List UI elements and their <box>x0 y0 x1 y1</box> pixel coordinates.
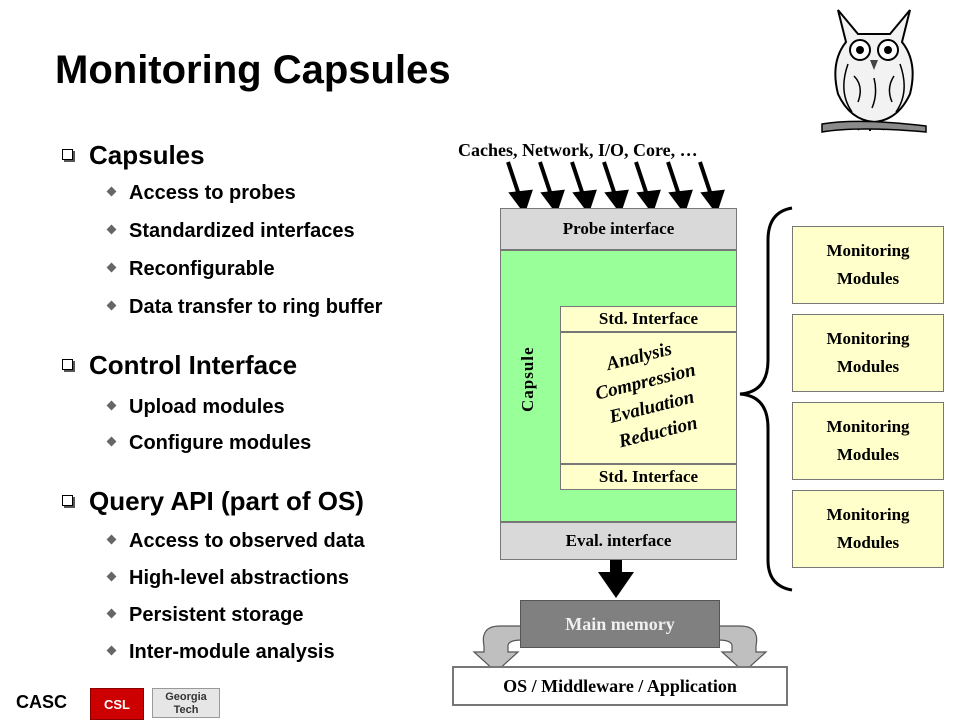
eval-down-arrow <box>598 558 634 598</box>
list-item: Reconfigurable <box>106 258 275 281</box>
list-item: Data transfer to ring buffer <box>106 296 382 319</box>
csl-logo: CSL <box>90 688 144 720</box>
owl-icon <box>821 9 927 133</box>
analysis-block: Analysis Compression Evaluation Reductio… <box>560 332 737 464</box>
section-query-api: Query API (part of OS) <box>62 486 364 517</box>
list-item: Upload modules <box>106 396 285 419</box>
georgia-tech-logo: Georgia Tech <box>152 688 220 718</box>
analysis-text: Analysis Compression Evaluation Reductio… <box>550 323 747 467</box>
probe-sources-label: Caches, Network, I/O, Core, … <box>458 140 698 160</box>
casc-logo: CASC <box>16 692 68 712</box>
list-item: Inter-module analysis <box>106 641 335 664</box>
modules-brace <box>739 206 793 592</box>
os-middleware-application: OS / Middleware / Application <box>452 666 788 706</box>
std-interface-bottom: Std. Interface <box>560 464 737 490</box>
list-item: Access to probes <box>106 182 296 205</box>
checkbox-bullet-icon <box>62 494 73 506</box>
page-title: Monitoring Capsules <box>55 48 451 92</box>
georgia-tech-line: Georgia <box>165 691 207 703</box>
section-capsules: Capsules <box>62 140 205 171</box>
section-control-interface: Control Interface <box>62 350 297 381</box>
list-item: Persistent storage <box>106 604 304 627</box>
checkbox-bullet-icon <box>62 148 73 160</box>
list-item: Access to observed data <box>106 530 365 553</box>
list-item: Standardized interfaces <box>106 220 355 243</box>
probe-arrows <box>506 161 725 215</box>
main-memory: Main memory <box>520 600 720 648</box>
checkbox-bullet-icon <box>62 358 73 370</box>
probe-interface: Probe interface <box>500 208 737 250</box>
georgia-tech-line: Tech <box>173 704 199 716</box>
list-item: Configure modules <box>106 432 311 455</box>
std-interface-top: Std. Interface <box>560 306 737 332</box>
capsule-label: Capsule <box>518 346 537 412</box>
eval-interface: Eval. interface <box>500 522 737 560</box>
list-item: High-level abstractions <box>106 567 349 590</box>
